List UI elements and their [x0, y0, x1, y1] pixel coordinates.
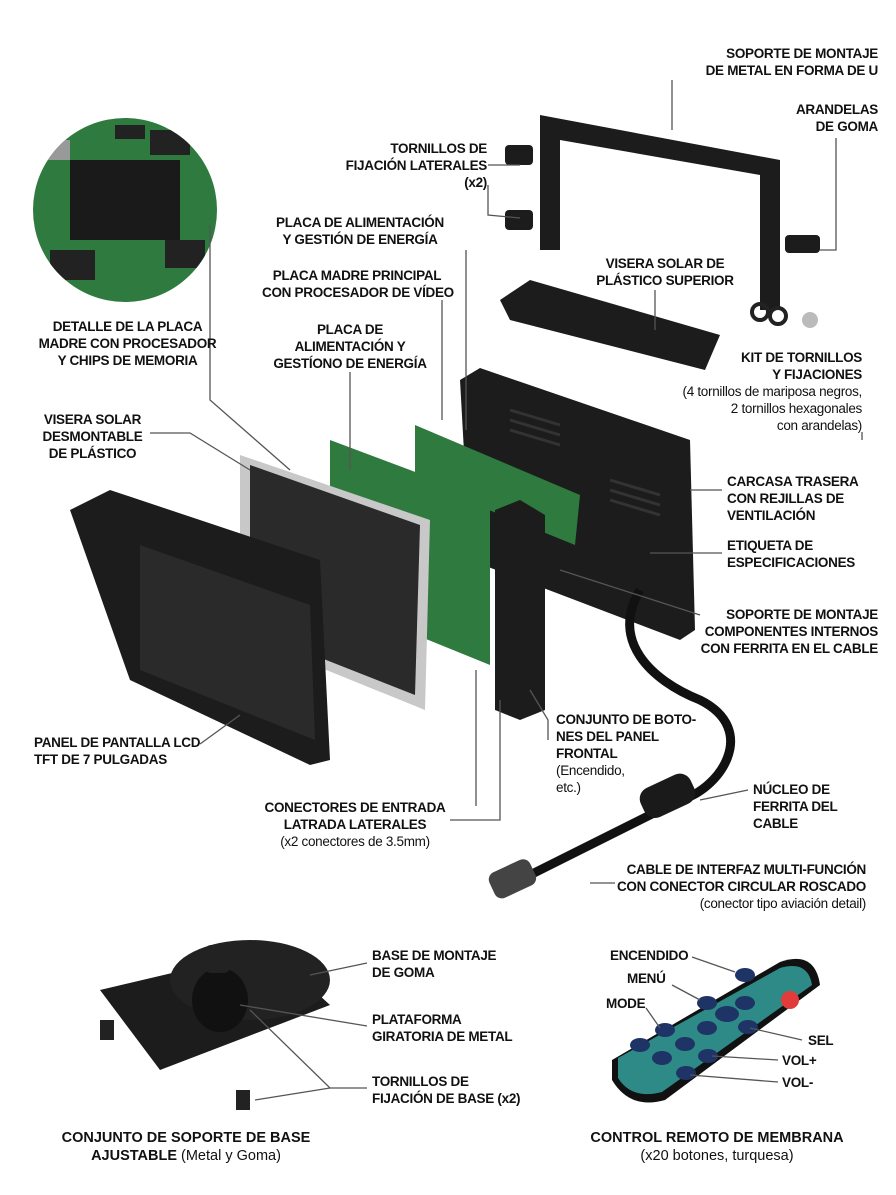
remote-control: [612, 958, 820, 1103]
label-remote-voldown: VOL-: [782, 1075, 814, 1090]
label-main-board: PLACA MADRE PRINCIPAL CON PROCESADOR DE …: [262, 268, 454, 300]
label-lcd-panel: PANEL DE PANTALLA LCD TFT DE 7 PULGADAS: [34, 735, 201, 767]
label-base-screws: TORNILLOS DE FIJACIÓN DE BASE (x2): [372, 1074, 521, 1106]
label-power-board: PLACA DE ALIMENTACIÓN Y GESTÍONO DE ENER…: [273, 322, 427, 371]
label-rubber-base: BASE DE MONTAJE DE GOMA: [372, 948, 497, 980]
label-u-bracket: SOPORTE DE MONTAJE DE METAL EN FORMA DE …: [705, 46, 879, 78]
label-spec-label: ETIQUETA DE ESPECIFICACIONES: [727, 538, 855, 570]
label-swivel: PLATAFORMA GIRATORIA DE METAL: [372, 1012, 513, 1044]
label-cable: CABLE DE INTERFAZ MULTI-FUNCIÓN CON CONE…: [616, 862, 866, 911]
cable: [517, 587, 736, 885]
base-screw: [100, 1020, 114, 1040]
label-remote-volup: VOL+: [782, 1053, 817, 1068]
label-remote-power: ENCENDIDO: [610, 948, 689, 963]
label-board-detail: DETALLE DE LA PLACA MADRE CON PROCESADOR…: [38, 319, 217, 368]
label-rubber-washers: ARANDELAS DE GOMA: [795, 102, 878, 134]
label-remote-sel: SEL: [808, 1033, 834, 1048]
label-remote-mode: MODE: [606, 996, 646, 1011]
side-screws: [505, 145, 820, 253]
label-screw-kit: KIT DE TORNILLOS Y FIJACIONES (4 tornill…: [682, 350, 863, 433]
washers: [750, 302, 818, 328]
caption-base-assembly: CONJUNTO DE SOPORTE DE BASE AJUSTABLE (M…: [61, 1130, 311, 1164]
vent-slots: [509, 408, 661, 517]
label-rear-housing: CARCASA TRASERA CON REJILLAS DE VENTILAC…: [727, 474, 859, 523]
remote-power-button: [781, 991, 799, 1009]
button-panel: [495, 500, 545, 720]
label-top-visor: VISERA SOLAR DE PLÁSTICO SUPERIOR: [596, 256, 734, 288]
caption-remote: CONTROL REMOTO DE MEMBRANA (x20 botones,…: [590, 1130, 844, 1164]
swivel-platform: [192, 968, 248, 1032]
label-internal-mount: SOPORTE DE MONTAJE COMPONENTES INTERNOS …: [700, 607, 879, 656]
label-button-panel: CONJUNTO DE BOTO- NES DEL PANEL FRONTAL …: [556, 712, 696, 795]
label-side-connectors: CONECTORES DE ENTRADA LATRADA LATERALES …: [264, 800, 446, 849]
leader-lines: [150, 80, 863, 1101]
label-remote-menu: MENÚ: [627, 971, 666, 986]
label-side-screws: TORNILLOS DE FIJACIÓN LATERALES (x2): [345, 141, 488, 190]
ferrite-core: [639, 773, 696, 818]
u-bracket: [540, 115, 780, 310]
label-ferrite: NÚCLEO DE FERRITA DEL CABLE: [753, 782, 838, 831]
board-detail-inset: [33, 118, 217, 302]
label-power-board-top: PLACA DE ALIMENTACIÓN Y GESTIÓN DE ENERG…: [276, 215, 444, 247]
top-visor: [500, 280, 720, 370]
label-removable-visor: VISERA SOLAR DESMONTABLE DE PLÁSTICO: [42, 412, 143, 461]
circular-connector: [488, 859, 537, 899]
